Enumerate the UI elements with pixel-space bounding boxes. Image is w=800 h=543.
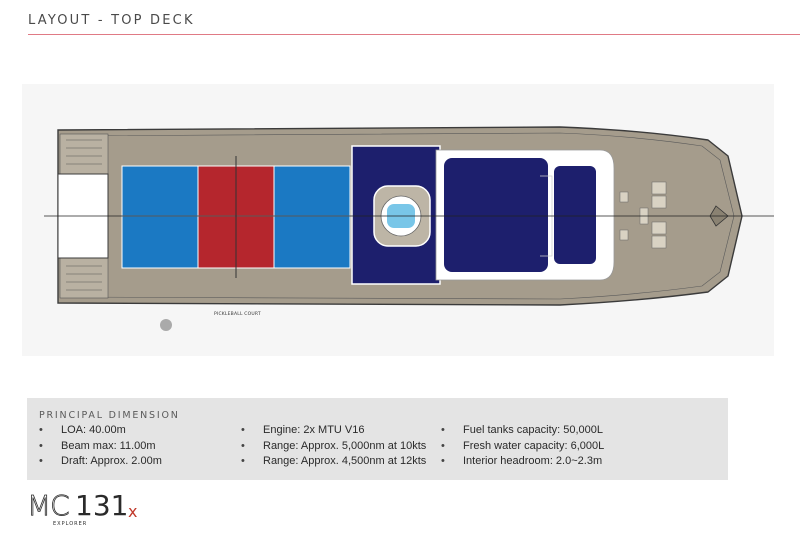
spec-item: •Engine: 2x MTU V16 [241, 424, 365, 436]
logo-number: 131 [75, 489, 128, 522]
logo-sub: EXPLORER [53, 521, 87, 527]
spec-column-3: •Fuel tanks capacity: 50,000L •Fresh wat… [441, 423, 604, 470]
scale-dot [160, 319, 172, 331]
sundeck-side-pad [554, 166, 596, 264]
logo-suffix: x [128, 502, 137, 521]
spec-column-2: •Engine: 2x MTU V16 •Range: Approx. 5,00… [241, 423, 426, 470]
spec-column-1: •LOA: 40.00m •Beam max: 11.00m •Draft: A… [39, 423, 162, 470]
header-divider [28, 34, 800, 35]
spec-item: •Beam max: 11.00m [39, 439, 156, 452]
spec-item: •Range: Approx. 5,000nm at 10kts [241, 439, 427, 452]
spec-item: •LOA: 40.00m [39, 424, 126, 436]
stern-steps [59, 133, 109, 299]
page-title: LAYOUT - TOP DECK [28, 13, 195, 28]
spec-item: •Draft: Approx. 2.00m [39, 455, 162, 467]
spec-item: •Fresh water capacity: 6,000L [441, 439, 605, 452]
mc131x-explorer-logo: MC 131 x EXPLORER [27, 489, 137, 527]
principal-dimension-panel: PRINCIPAL DIMENSION •LOA: 40.00m •Beam m… [27, 398, 728, 480]
spec-item: •Range: Approx. 4,500nm at 12kts [241, 455, 427, 467]
logo-mc: MC [27, 489, 69, 522]
pickleball-court [121, 165, 351, 269]
spec-heading: PRINCIPAL DIMENSION [39, 410, 180, 421]
sundeck-pad [444, 158, 548, 272]
spec-item: •Fuel tanks capacity: 50,000L [441, 424, 604, 436]
spec-item: •Interior headroom: 2.0~2.3m [441, 455, 603, 467]
court-label: PICKLEBALL COURT [214, 312, 261, 317]
